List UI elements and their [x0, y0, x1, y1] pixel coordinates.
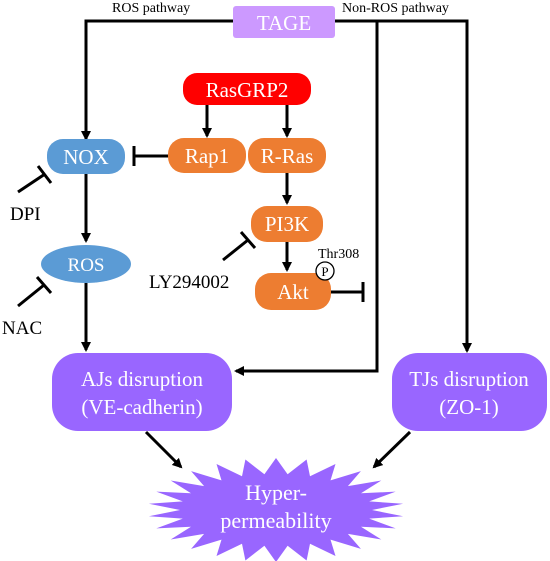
inhibit-nac-ros-bar: [35, 276, 53, 294]
node-hyperpermeability: Hyper- permeability: [148, 458, 404, 561]
ajs-line1: AJs disruption: [81, 367, 203, 391]
node-tage: TAGE: [233, 6, 335, 38]
ros-pathway-label: ROS pathway: [112, 1, 190, 16]
phospho-badge: P: [315, 261, 335, 281]
arrow-tage-to-tjs: [335, 19, 472, 353]
node-ros: ROS: [41, 245, 131, 283]
tjs-line2: (ZO-1): [439, 395, 498, 419]
thr308-label: Thr308: [318, 247, 359, 262]
akt-label: Akt: [277, 280, 309, 304]
tage-label: TAGE: [257, 11, 311, 35]
inhibit-dpi-nox-bar: [36, 165, 53, 184]
node-akt: Akt: [255, 273, 331, 310]
arrow-tjs-to-hyper: [372, 430, 412, 469]
hyper-burst-shape: [148, 458, 404, 561]
arrow-ajs-to-hyper: [144, 430, 183, 469]
ly294002-label: LY294002: [149, 272, 229, 293]
rras-label: R-Ras: [261, 144, 314, 168]
inhibit-nac-ros: [17, 283, 45, 308]
inhibit-ly-pi3k: [222, 238, 249, 262]
inhibit-ly-pi3k-bar: [239, 231, 257, 249]
arrow-tage-to-ajs: [234, 21, 379, 376]
dpi-label: DPI: [10, 204, 41, 225]
pi3k-label: PI3K: [265, 212, 309, 236]
connectors: [17, 19, 472, 469]
node-rasgrp2: RasGRP2: [183, 73, 311, 105]
inhibit-dpi-nox: [17, 172, 46, 194]
hyper-line1: Hyper-: [245, 480, 307, 505]
tjs-line1: TJs disruption: [409, 367, 529, 391]
nac-label: NAC: [2, 318, 42, 339]
node-ajs-disruption: AJs disruption (VE-cadherin): [52, 353, 232, 431]
ajs-line2: (VE-cadherin): [81, 395, 202, 419]
hyper-line2: permeability: [220, 508, 331, 533]
node-nox: NOX: [47, 139, 125, 174]
rap1-label: Rap1: [185, 144, 229, 168]
rasgrp2-label: RasGRP2: [206, 78, 289, 102]
arrow-tage-to-nox: [81, 19, 233, 141]
node-rras: R-Ras: [248, 138, 326, 173]
ros-label: ROS: [68, 255, 105, 276]
phospho-label: P: [321, 264, 328, 279]
node-rap1: Rap1: [168, 138, 246, 173]
non-ros-pathway-label: Non-ROS pathway: [342, 1, 449, 16]
node-tjs-disruption: TJs disruption (ZO-1): [392, 353, 547, 431]
nox-label: NOX: [63, 145, 109, 169]
node-pi3k: PI3K: [251, 206, 323, 242]
